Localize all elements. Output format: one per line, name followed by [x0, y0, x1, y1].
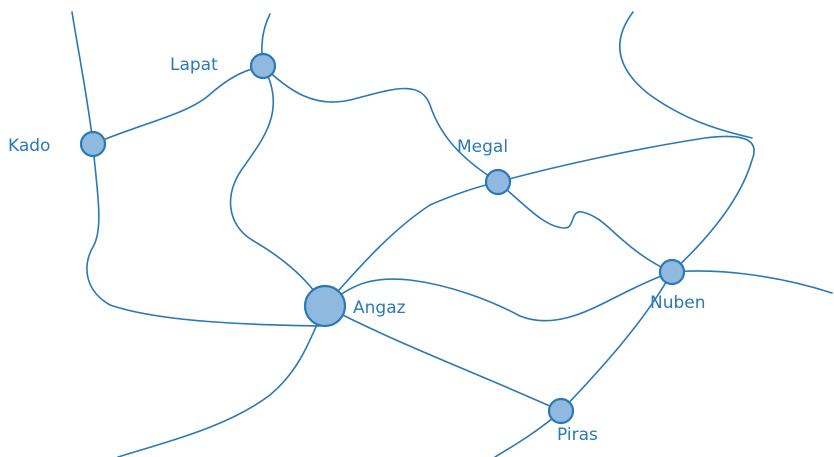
road-angaz-piras	[324, 305, 562, 412]
road-nuben-piras	[494, 271, 673, 457]
road-angaz-nuben	[324, 271, 673, 322]
town-marker-piras[interactable]	[547, 397, 575, 425]
town-marker-angaz[interactable]	[303, 284, 347, 328]
road-megal-nuben	[497, 181, 673, 273]
road-kado-north	[71, 11, 94, 145]
town-label-lapat: Lapat	[170, 55, 218, 75]
road-angaz-south	[117, 305, 326, 457]
road-kado-angaz	[86, 143, 326, 327]
road-kado-lapat	[92, 65, 264, 145]
town-label-megal: Megal	[457, 137, 508, 157]
road-lapat-angaz	[229, 65, 326, 307]
town-label-angaz: Angaz	[353, 298, 406, 318]
road-angaz-megal-east	[324, 135, 755, 307]
road-northeast	[619, 11, 753, 139]
road-lapat-megal	[262, 65, 499, 183]
town-marker-nuben[interactable]	[658, 258, 686, 286]
town-marker-megal[interactable]	[484, 168, 512, 196]
town-label-nuben: Nuben	[650, 293, 706, 313]
town-label-kado: Kado	[8, 136, 50, 156]
town-label-piras: Piras	[557, 425, 598, 445]
road-nuben-east	[671, 270, 833, 294]
town-marker-lapat[interactable]	[249, 52, 277, 80]
town-marker-kado[interactable]	[79, 130, 107, 158]
